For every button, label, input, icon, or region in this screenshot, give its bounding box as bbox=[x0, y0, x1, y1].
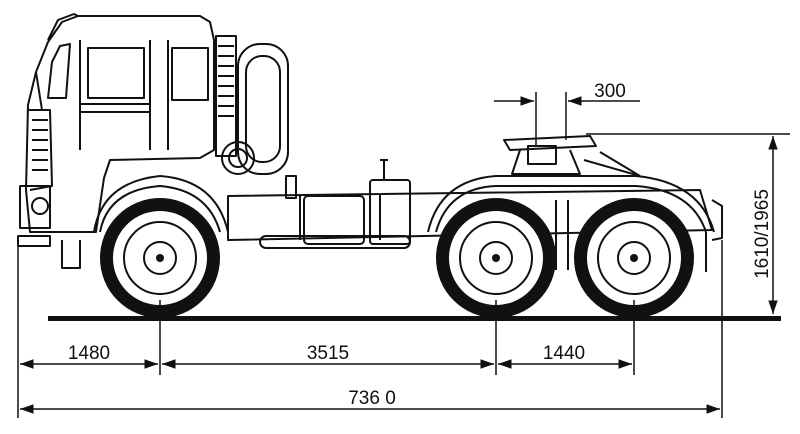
label-front-overhang: 1480 bbox=[68, 343, 110, 364]
front-wheel bbox=[100, 198, 220, 318]
label-overall-length: 736 0 bbox=[348, 388, 396, 409]
rear-wheel bbox=[574, 198, 694, 318]
label-rear-axle-spacing: 1440 bbox=[543, 343, 585, 364]
label-coupling-height: 1610/1965 bbox=[752, 189, 773, 279]
label-wheelbase: 3515 bbox=[307, 343, 349, 364]
label-fifth-wheel-offset: 300 bbox=[594, 81, 626, 102]
middle-wheel bbox=[436, 198, 556, 318]
truck-body bbox=[17, 13, 723, 272]
extension-lines bbox=[17, 92, 790, 418]
ground-line bbox=[48, 316, 781, 321]
dim-arrows bbox=[20, 96, 778, 414]
